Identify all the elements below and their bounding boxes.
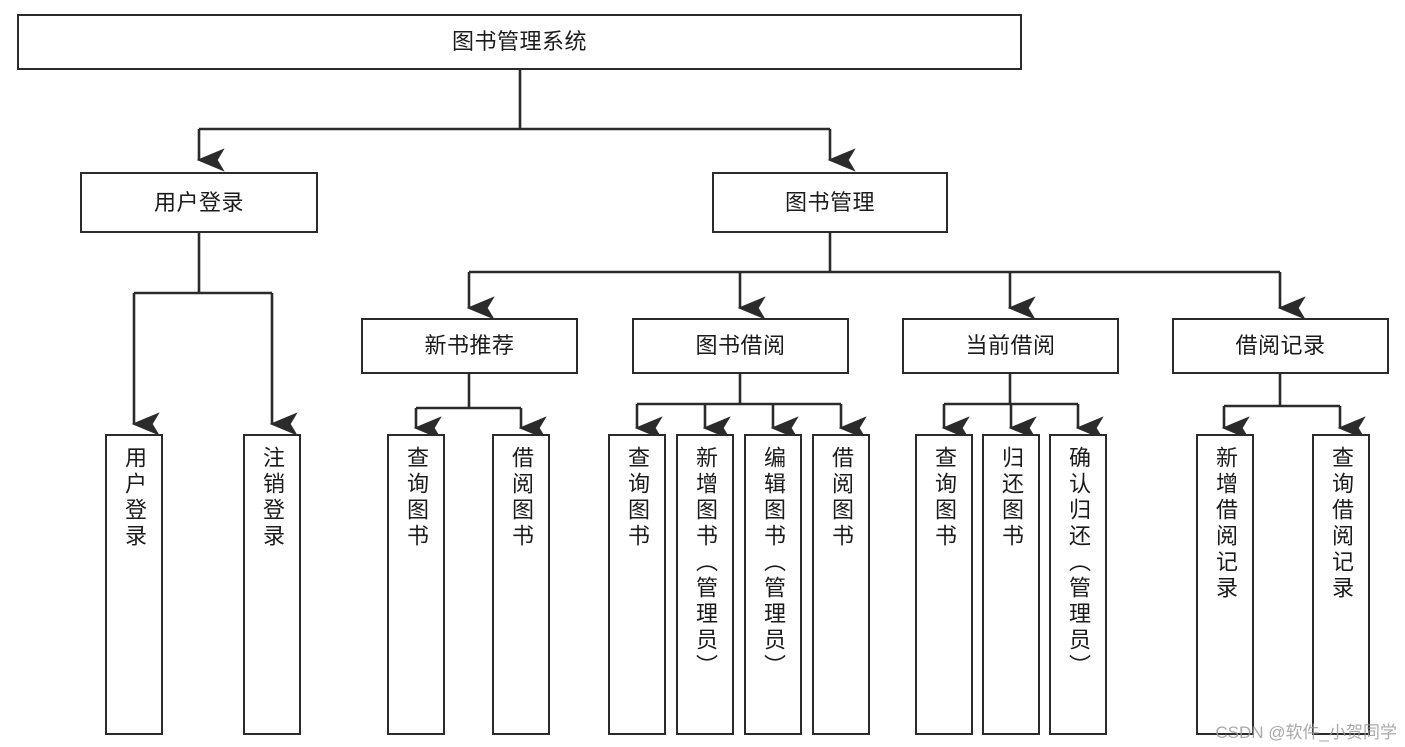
node-book-borrow[interactable]: 图书借阅: [632, 318, 849, 374]
node-label: 确认归还（管理员）: [1066, 446, 1091, 680]
csdn-watermark: CSDN @软件_小贺同学: [1215, 723, 1397, 742]
node-label: 新书推荐: [424, 333, 515, 359]
leaf-borrow-add-book-admin[interactable]: 新增图书（管理员）: [676, 434, 734, 735]
leaf-borrow-borrow-book[interactable]: 借阅图书: [812, 434, 870, 735]
node-label: 查询图书: [932, 446, 957, 550]
leaf-borrow-edit-book-admin[interactable]: 编辑图书（管理员）: [744, 434, 802, 735]
leaf-record-add-record[interactable]: 新增借阅记录: [1196, 434, 1254, 735]
node-label: 查询图书: [404, 446, 429, 550]
node-new-book-recommend[interactable]: 新书推荐: [361, 318, 578, 374]
node-label: 新增图书（管理员）: [693, 446, 718, 680]
node-label: 编辑图书（管理员）: [761, 446, 786, 680]
leaf-record-query-record[interactable]: 查询借阅记录: [1312, 434, 1370, 735]
node-label: 归还图书: [999, 446, 1024, 550]
node-label: 当前借阅: [965, 333, 1056, 359]
node-label: 图书管理: [784, 189, 875, 215]
leaf-user-login-logout[interactable]: 注销登录: [243, 434, 301, 735]
node-label: 查询借阅记录: [1329, 446, 1354, 602]
leaf-current-return-book[interactable]: 归还图书: [982, 434, 1040, 735]
node-label: 注销登录: [260, 446, 285, 550]
node-label: 借阅图书: [829, 446, 854, 550]
node-borrow-record[interactable]: 借阅记录: [1172, 318, 1389, 374]
leaf-new-book-borrow[interactable]: 借阅图书: [492, 434, 550, 735]
node-label: 新增借阅记录: [1213, 446, 1238, 602]
node-current-borrow[interactable]: 当前借阅: [902, 318, 1119, 374]
leaf-borrow-query-book[interactable]: 查询图书: [608, 434, 666, 735]
node-root-system[interactable]: 图书管理系统: [17, 14, 1022, 70]
node-label: 图书管理系统: [451, 29, 587, 55]
node-label: 借阅图书: [509, 446, 534, 550]
node-label: 图书借阅: [695, 333, 786, 359]
node-label: 用户登录: [122, 446, 147, 550]
node-label: 借阅记录: [1235, 333, 1326, 359]
node-label: 查询图书: [625, 446, 650, 550]
leaf-new-book-query[interactable]: 查询图书: [387, 434, 445, 735]
node-user-login[interactable]: 用户登录: [80, 172, 318, 233]
node-label: 用户登录: [153, 189, 244, 215]
leaf-current-query-book[interactable]: 查询图书: [915, 434, 973, 735]
leaf-current-confirm-return-admin[interactable]: 确认归还（管理员）: [1049, 434, 1107, 735]
leaf-user-login-login[interactable]: 用户登录: [105, 434, 163, 735]
node-book-management[interactable]: 图书管理: [712, 172, 948, 233]
